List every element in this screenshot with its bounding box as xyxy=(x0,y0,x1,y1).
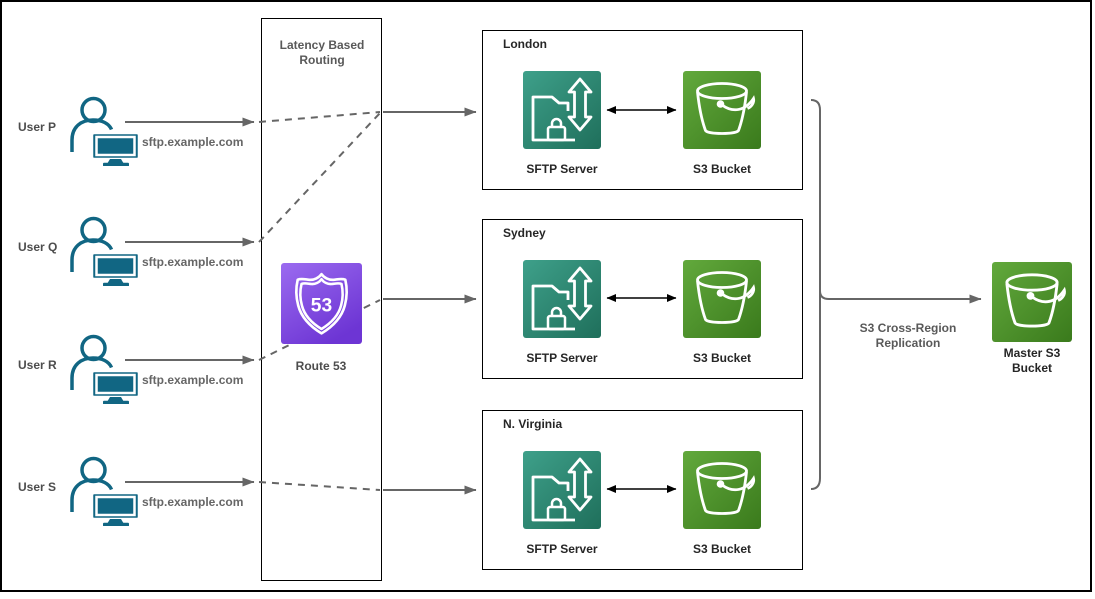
region-box-london: London SFTP Server S3 Bucket xyxy=(482,30,803,190)
user-label: User P xyxy=(18,120,57,134)
region-name: N. Virginia xyxy=(503,417,563,431)
user-label: User S xyxy=(18,480,57,494)
s3-bucket-icon xyxy=(683,260,761,338)
user-icon xyxy=(70,96,140,166)
region-name: Sydney xyxy=(503,226,546,240)
replication-label: S3 Cross-Region Replication xyxy=(859,321,957,350)
s3-bucket-icon xyxy=(683,71,761,149)
latency-routing-title: Latency Based Routing xyxy=(279,38,365,67)
user-host-label: sftp.example.com xyxy=(142,373,244,387)
user-label: User R xyxy=(18,358,57,372)
sftp-server-label: SFTP Server xyxy=(526,162,598,176)
sftp-server-icon xyxy=(523,451,601,529)
sftp-server-label: SFTP Server xyxy=(526,351,598,365)
s3-bucket-icon xyxy=(683,451,761,529)
region-box-sydney: Sydney SFTP Server S3 Bucket xyxy=(482,219,803,379)
region-box-nvirginia: N. Virginia SFTP Server S3 Bucket xyxy=(482,410,803,570)
sftp-server-icon xyxy=(523,260,601,338)
user-host-label: sftp.example.com xyxy=(142,495,244,509)
region-name: London xyxy=(503,37,547,51)
s3-bucket-label: S3 Bucket xyxy=(692,162,752,176)
s3-bucket-label: S3 Bucket xyxy=(692,542,752,556)
user-label: User Q xyxy=(18,240,58,254)
s3-bucket-label: S3 Bucket xyxy=(692,351,752,365)
user-icon xyxy=(70,456,140,526)
route53-label: Route 53 xyxy=(295,359,347,373)
user-host-label: sftp.example.com xyxy=(142,135,244,149)
user-host-label: sftp.example.com xyxy=(142,255,244,269)
route53-badge-text: 53 xyxy=(311,296,332,317)
master-s3-bucket-icon xyxy=(992,262,1072,342)
route53-icon: 53 xyxy=(281,263,362,344)
user-icon xyxy=(70,334,140,404)
sftp-server-icon xyxy=(523,71,601,149)
master-s3-bucket-label: Master S3 Bucket xyxy=(1003,346,1061,375)
user-icon xyxy=(70,216,140,286)
sftp-server-label: SFTP Server xyxy=(526,542,598,556)
